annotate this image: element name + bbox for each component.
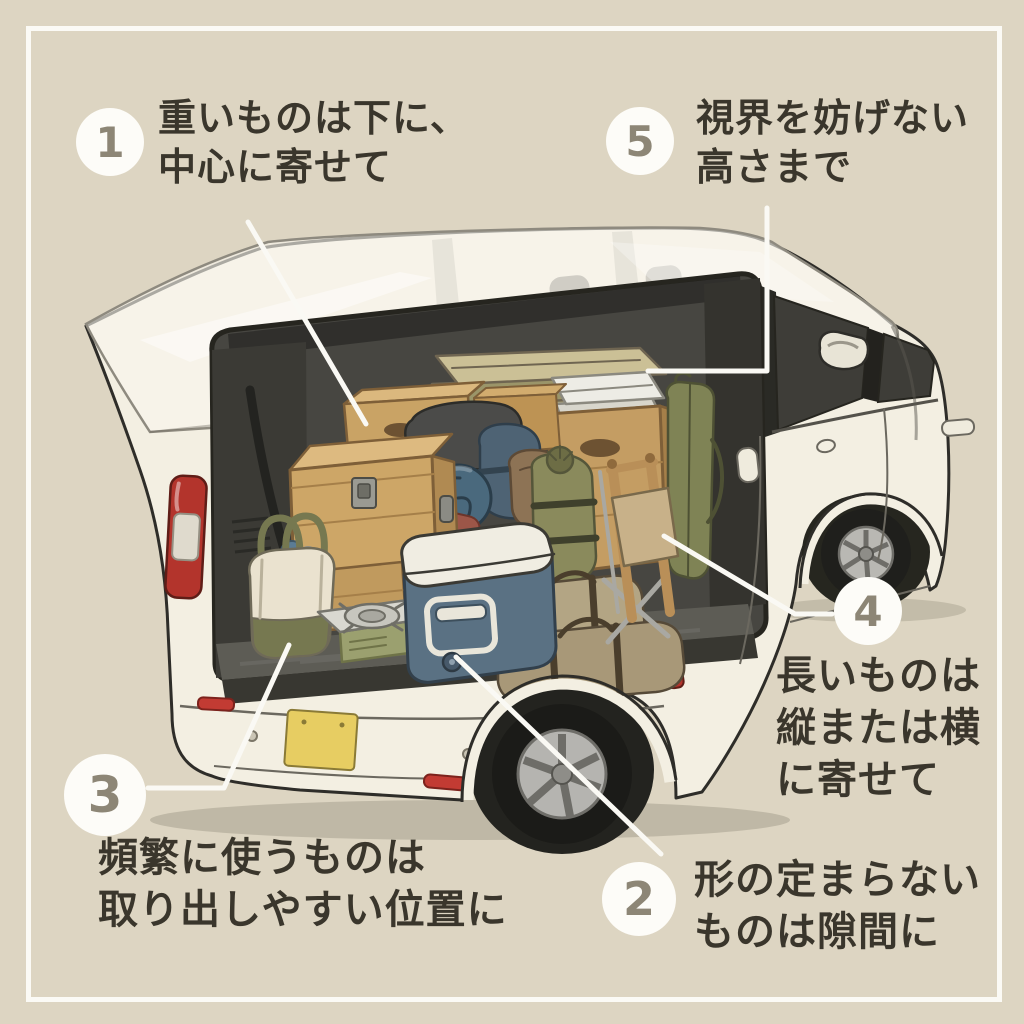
front-door-handle (941, 418, 976, 437)
fuel-door (816, 438, 836, 454)
front-wheel (798, 492, 944, 610)
step-circle-2: 2 (602, 862, 676, 936)
step-number: 4 (853, 586, 883, 636)
step-circle-1: 1 (76, 108, 144, 176)
step-label-line: 長いものは (776, 653, 981, 699)
canvas-tote-bag (247, 512, 336, 660)
step-circle-3: 3 (64, 754, 146, 836)
license-plate (283, 708, 359, 772)
step-label-line: 取り出しやすい位置に (98, 887, 508, 933)
tent-pole-bag (665, 371, 724, 580)
leader-lines (145, 205, 835, 857)
folding-chair (598, 453, 680, 645)
step-number: 1 (95, 117, 125, 167)
seat-belt (245, 385, 291, 561)
step-label-line: 中心に寄せて (158, 145, 393, 190)
sliding-door-handle (736, 446, 760, 484)
front-door-window (876, 332, 936, 404)
interior-right-wall (704, 278, 766, 612)
step-number: 3 (87, 766, 123, 824)
bumper-reflector-left (196, 696, 236, 712)
leader-line-1 (245, 219, 369, 427)
step-label-line: 重いものは下に、 (158, 96, 469, 140)
step-label-line: 形の定まらない (694, 857, 981, 903)
side-details (736, 330, 976, 665)
step-number: 2 (622, 872, 655, 926)
step-label-line: 視界を妨げない (696, 96, 970, 140)
leader-line-2 (453, 654, 664, 857)
step-circle-5: 5 (606, 107, 674, 175)
rear-wheel (460, 674, 678, 854)
step-label-line: 頻繁に使うものは (98, 835, 426, 881)
leader-line-4 (661, 533, 835, 617)
leader-line-5 (645, 205, 770, 374)
step-label-line: ものは隙間に (694, 909, 940, 955)
step-label-line: 高さまで (696, 145, 853, 190)
step-label-line: 縦または横 (776, 705, 981, 751)
step-circle-4: 4 (834, 577, 902, 645)
step-number: 5 (625, 116, 655, 166)
tail-light (164, 474, 208, 600)
leader-line-3 (145, 642, 292, 791)
cooler-box (400, 522, 558, 684)
step-label-line: に寄せて (776, 757, 940, 803)
side-mirror (818, 330, 870, 371)
